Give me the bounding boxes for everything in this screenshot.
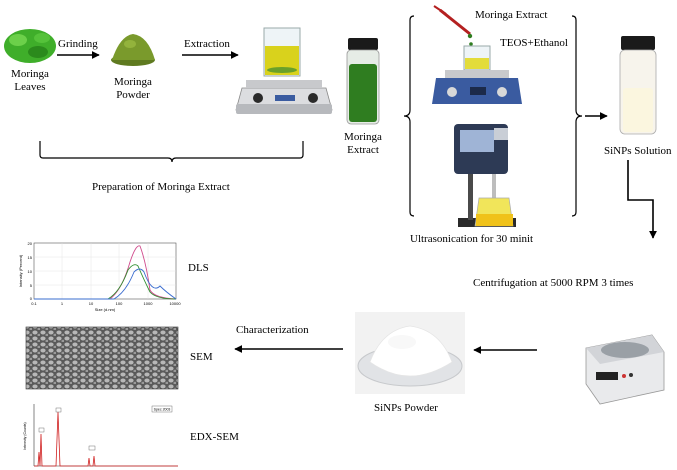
extraction-label: Extraction bbox=[184, 38, 230, 50]
dls-x-label: Size (d.nm) bbox=[95, 307, 116, 312]
moringa-leaves-line-2: Leaves bbox=[14, 81, 46, 93]
dls-x-tick: 10000 bbox=[169, 301, 181, 306]
edx-plot: Spec 2003 Intensity (Counts) bbox=[23, 404, 178, 467]
dls-y-tick: 0 bbox=[30, 296, 33, 301]
dls-x-tick: 100 bbox=[116, 301, 123, 306]
teos-ethanol-label: TEOS+Ethanol bbox=[500, 37, 568, 49]
dls-y-tick: 15 bbox=[28, 255, 33, 260]
sinps-solution-vial bbox=[619, 36, 657, 135]
characterization-label: Characterization bbox=[236, 324, 309, 336]
grinding-label: Grinding bbox=[58, 38, 98, 50]
centrifuge-arrow bbox=[627, 160, 657, 239]
ultrasonication-label: Ultrasonication for 30 minit bbox=[410, 233, 534, 245]
moringa-powder-label: Moringa Powder bbox=[106, 76, 160, 102]
moringa-powder-line-2: Powder bbox=[116, 89, 150, 101]
sem-image bbox=[25, 326, 179, 390]
moringa-leaves-label: Moringa Leaves bbox=[4, 68, 56, 94]
moringa-leaves-line-1: Moringa bbox=[11, 68, 49, 80]
moringa-extract-vial bbox=[346, 38, 380, 125]
dls-label: DLS bbox=[188, 262, 209, 274]
hotplate-stirrer-image bbox=[235, 27, 333, 114]
dls-x-tick: 10 bbox=[89, 301, 94, 306]
dls-x-tick: 1 bbox=[61, 301, 64, 306]
ultrasonicator-image bbox=[454, 124, 516, 227]
dls-y-label: Intensity (Percent) bbox=[18, 254, 23, 287]
sinps-solution-label: SiNPs Solution bbox=[604, 145, 672, 157]
sinps-powder-label: SiNPs Powder bbox=[374, 402, 438, 414]
moringa-powder-line-1: Moringa bbox=[114, 76, 152, 88]
dls-y-tick: 10 bbox=[28, 269, 33, 274]
dls-y-tick: 5 bbox=[30, 283, 33, 288]
edx-y-label: Intensity (Counts) bbox=[23, 422, 27, 449]
moringa-extract-top-label: Moringa Extract bbox=[475, 9, 548, 21]
sem-label: SEM bbox=[190, 351, 213, 363]
synthesis-setup-image bbox=[432, 5, 522, 104]
sinps-powder-image bbox=[355, 312, 465, 394]
dls-plot: 20 15 10 5 0 0.1 1 10 100 1000 10000 Siz… bbox=[18, 241, 181, 312]
moringa-extract-line-1: Moringa bbox=[344, 131, 382, 143]
moringa-leaves-image bbox=[4, 29, 56, 63]
moringa-extract-line-2: Extract bbox=[347, 144, 379, 156]
dls-y-tick: 20 bbox=[28, 241, 33, 246]
left-curly-brace bbox=[403, 15, 415, 217]
centrifuge-image bbox=[585, 334, 665, 405]
dls-x-tick: 1000 bbox=[144, 301, 154, 306]
preparation-label: Preparation of Moringa Extract bbox=[92, 181, 230, 193]
edx-legend: Spec 2003 bbox=[154, 408, 171, 412]
preparation-bracket bbox=[39, 141, 304, 163]
edx-sem-label: EDX-SEM bbox=[190, 431, 239, 443]
moringa-extract-label: Moringa Extract bbox=[336, 131, 390, 157]
dls-x-tick: 0.1 bbox=[31, 301, 37, 306]
centrifugation-label: Centrifugation at 5000 RPM 3 times bbox=[473, 277, 634, 289]
right-curly-brace bbox=[571, 15, 583, 217]
moringa-powder-image bbox=[111, 34, 155, 66]
